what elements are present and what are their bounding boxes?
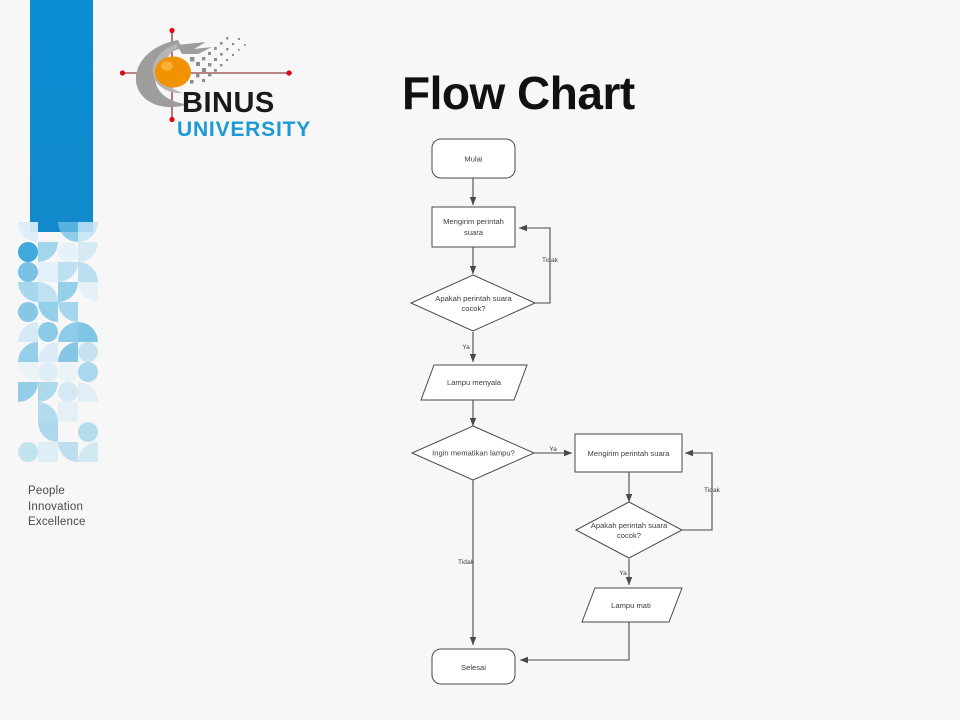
mosaic-tile [18,342,38,362]
tagline-line-3: Excellence [28,516,86,528]
mosaic-tile [58,402,78,422]
edge-label-tidak-2: Tidak [458,559,475,566]
node-apakah-perintah-suara-cocok-1[interactable]: Apakah perintah suara cocok? [409,274,537,332]
mosaic-tile [78,322,98,342]
mosaic-tile [38,302,58,322]
mosaic-tile [78,362,98,382]
mosaic-tile [18,222,38,242]
mosaic-tile [78,422,98,442]
mosaic-tile [38,342,58,362]
mosaic-tile [58,342,78,362]
brand-tagline: People Innovation Excellence [28,484,86,531]
flow-connectors [469,178,713,664]
mosaic-tile [78,342,98,362]
node-lampu-mati-label: Lampu mati [611,601,651,610]
mosaic-tile [38,362,58,382]
connector-check2-tidak [682,449,713,531]
node-mulai[interactable]: Mulai [431,138,516,179]
node-lampu-menyala-label: Lampu menyala [447,378,502,387]
binus-university-logo: BINUS UNIVERSITY [120,24,320,144]
mosaic-tile [38,382,58,402]
mosaic-tile [38,242,58,262]
decorative-sidebar [18,0,98,462]
node-ingin-mematikan-lampu[interactable]: Ingin mematikan lampu? [410,425,536,481]
logo-pixel-dots-icon [190,37,246,84]
mosaic-tile [18,242,38,262]
edge-label-tidak-1: Tidak [542,257,559,264]
tagline-line-2: Innovation [28,500,84,513]
connector-lampoff-end [519,622,630,664]
edge-label-ya-2: Ya [549,446,557,453]
node-check1-label-line1: Apakah perintah suara [435,294,512,303]
mosaic-tile [58,242,78,262]
mosaic-tile [58,222,78,242]
node-cmd2-label: Mengirim perintah suara [588,449,671,458]
mosaic-tile [18,282,38,302]
sidebar-mosaic-pattern [18,222,98,462]
mosaic-tile [18,382,38,402]
node-mengirim-perintah-suara-2[interactable]: Mengirim perintah suara [574,433,683,473]
mosaic-tile [78,262,98,282]
flowchart: Tidak Ya Ya Tidak Tidak Ya Mulai Mengiri… [390,130,750,700]
mosaic-tile [58,322,78,342]
node-lampu-mati[interactable]: Lampu mati [581,587,683,623]
mosaic-tile [58,262,78,282]
sidebar-solid-block [30,0,93,232]
mosaic-tile [78,222,98,242]
edge-label-ya-1: Ya [462,344,470,351]
mosaic-tile [58,302,78,322]
mosaic-tile [18,302,38,322]
node-lampu-menyala[interactable]: Lampu menyala [420,364,528,401]
edge-label-tidak-3: Tidak [704,487,721,494]
mosaic-tile [78,242,98,262]
node-check1-label-line2: cocok? [461,304,485,313]
mosaic-tile [58,282,78,302]
mosaic-tile [58,362,78,382]
node-cmd1-label-line1: Mengirim perintah [443,217,504,226]
node-check2-label-line1: Apakah perintah suara [591,521,668,530]
node-check2-label-line2: cocok? [617,531,641,540]
tagline-line-1: People [28,485,66,497]
node-selesai-label: Selesai [461,663,486,672]
mosaic-tile [78,382,98,402]
mosaic-tile [18,442,38,462]
mosaic-tile [78,442,98,462]
mosaic-tile [38,422,58,442]
mosaic-tile [78,282,98,302]
mosaic-tile [58,382,78,402]
logo-binus-wordmark: BINUS [182,87,275,119]
node-selesai[interactable]: Selesai [431,648,516,685]
page-title: Flow Chart [402,67,635,119]
node-mengirim-perintah-suara-1[interactable]: Mengirim perintah suara [431,206,516,248]
node-mulai-label: Mulai [464,155,482,164]
mosaic-tile [18,262,38,282]
mosaic-tile [18,362,38,382]
node-apakah-perintah-suara-cocok-2[interactable]: Apakah perintah suara cocok? [574,501,684,559]
mosaic-tile [58,442,78,462]
mosaic-tile [18,322,38,342]
node-cmd1-label-line2: suara [464,228,484,237]
connector-check1-tidak [518,224,551,304]
mosaic-tile [38,262,58,282]
edge-label-ya-3: Ya [619,570,627,577]
node-turnoff-label: Ingin mematikan lampu? [432,449,515,458]
logo-university-wordmark: UNIVERSITY [177,118,311,141]
mosaic-tile [38,442,58,462]
mosaic-tile [38,322,58,342]
mosaic-tile [38,402,58,422]
logo-orange-sphere-icon [155,56,191,88]
mosaic-tile [38,282,58,302]
